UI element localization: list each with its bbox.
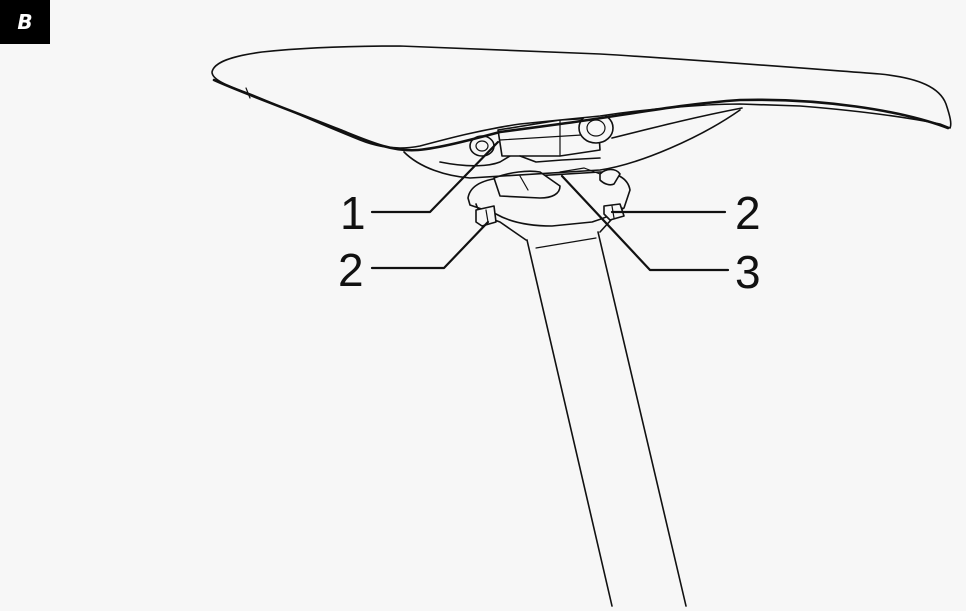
callout-2-right: 2 [735,187,761,239]
leader-3 [560,174,730,272]
callout-1: 1 [340,187,366,239]
saddle-shell [211,45,952,152]
seatpost-clamp-head [467,167,631,241]
leader-lines [370,140,730,272]
callout-3: 3 [735,246,761,298]
seatpost-shaft [526,231,687,607]
figure-badge: B [0,0,50,44]
leader-2-left [370,220,490,270]
callout-2-left: 2 [338,244,364,296]
leader-1 [370,140,500,214]
